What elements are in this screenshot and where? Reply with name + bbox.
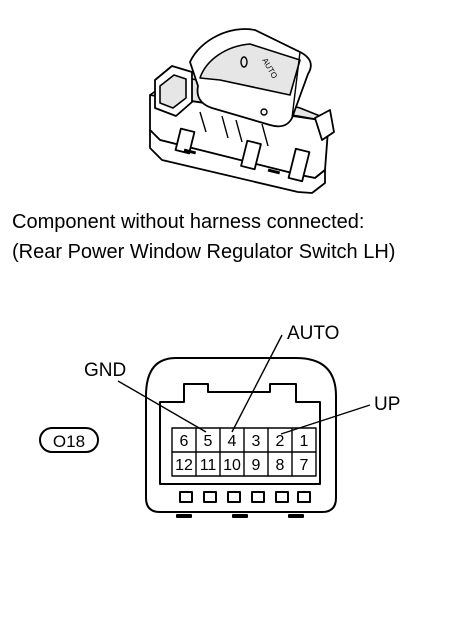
callout-auto: AUTO (231, 323, 339, 433)
pin-5: 5 (204, 433, 213, 450)
callout-up: UP (280, 394, 400, 435)
callout-up-label: UP (374, 394, 400, 415)
pin-3: 3 (252, 433, 261, 450)
pin-9: 9 (252, 457, 261, 474)
callout-gnd: GND (84, 360, 207, 433)
connector-code-badge: O18 (39, 427, 99, 453)
pin-8: 8 (276, 457, 285, 474)
caption-line-2: (Rear Power Window Regulator Switch LH) (12, 241, 395, 263)
pin-2: 2 (276, 433, 285, 450)
pin-7: 7 (300, 457, 309, 474)
callout-gnd-label: GND (84, 360, 126, 381)
switch-illustration: AUTO (149, 28, 335, 194)
pin-1: 1 (300, 433, 309, 450)
connector-o18: 6 5 4 3 2 1 12 11 10 9 8 7 (145, 357, 337, 518)
pin-11: 11 (200, 457, 217, 474)
caption-line-1: Component without harness connected: (12, 211, 364, 233)
connector-code: O18 (53, 432, 85, 451)
pin-12: 12 (175, 457, 193, 474)
pin-10: 10 (223, 457, 241, 474)
callout-auto-label: AUTO (287, 323, 339, 344)
pin-6: 6 (180, 433, 189, 450)
pin-4: 4 (228, 433, 237, 450)
